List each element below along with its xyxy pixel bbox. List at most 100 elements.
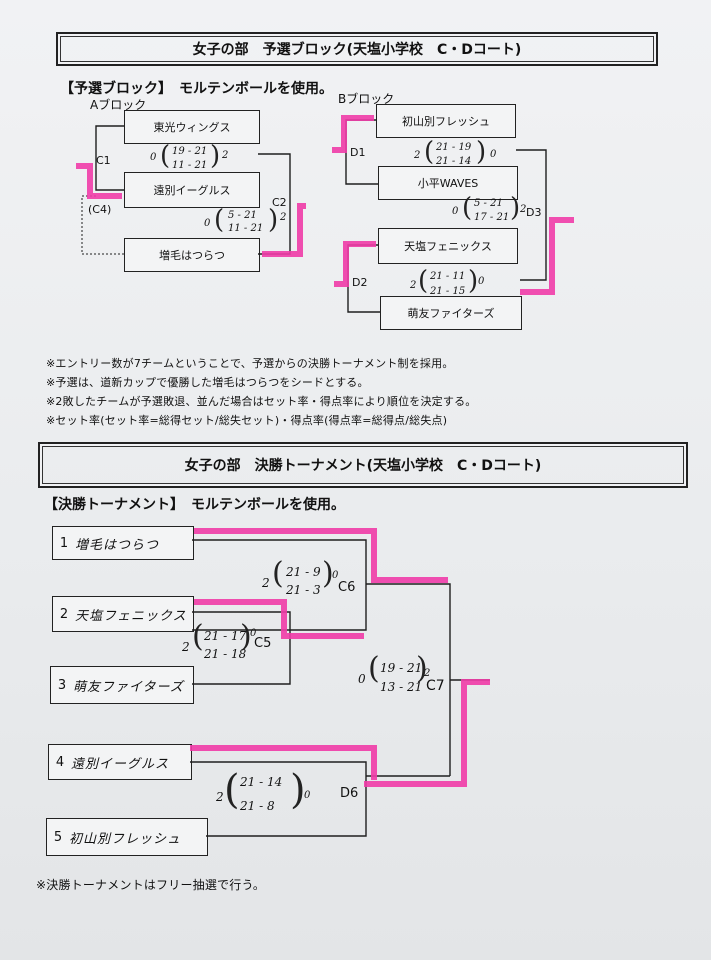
d2-open-paren: ( bbox=[418, 266, 429, 296]
c6-close-paren: ) bbox=[322, 556, 334, 591]
final-team-4: 4 遠別イーグルス bbox=[48, 744, 192, 780]
d1-right-score: 0 bbox=[490, 149, 497, 160]
c6-open-paren: ( bbox=[272, 556, 284, 591]
d6-set-1: 21 - 14 bbox=[240, 775, 283, 789]
c7-set-2: 13 - 21 bbox=[380, 680, 423, 694]
final-team-5: 5 初山別フレッシュ bbox=[46, 818, 208, 856]
d1-close-paren: ) bbox=[476, 137, 487, 167]
d3-left-score: 0 bbox=[452, 206, 459, 217]
final-team-3-seed: 3 bbox=[57, 677, 67, 693]
block-a-title: Aブロック bbox=[90, 98, 147, 112]
d6-close-paren: ) bbox=[290, 767, 306, 813]
match-d6-code: D6 bbox=[340, 786, 359, 801]
c1-set-1: 19 - 21 bbox=[172, 146, 208, 157]
c5-set-2: 21 - 18 bbox=[204, 647, 247, 661]
c7-right-score: 2 bbox=[424, 668, 431, 679]
c1-left-score: 0 bbox=[150, 152, 157, 163]
d2-set-1: 21 - 11 bbox=[430, 271, 466, 282]
final-team-1: 1 増毛はつらつ bbox=[52, 526, 194, 560]
prelim-note-1: ※エントリー数が7チームということで、予選からの決勝トーナメント制を採用。 bbox=[46, 357, 454, 370]
final-team-1-name: 増毛はつらつ bbox=[75, 537, 160, 553]
c2-close-paren: ) bbox=[268, 205, 279, 235]
c5-right-score: 0 bbox=[250, 628, 257, 639]
final-banner: 女子の部 決勝トーナメント(天塩小学校 C・Dコート) bbox=[38, 442, 688, 488]
match-c4-code: (C4) bbox=[88, 203, 112, 216]
final-team-3: 3 萌友ファイターズ bbox=[50, 666, 194, 704]
c5-left-score: 2 bbox=[182, 640, 190, 654]
final-team-1-seed: 1 bbox=[59, 535, 69, 551]
final-team-5-name: 初山別フレッシュ bbox=[69, 831, 182, 847]
final-header: 【決勝トーナメント】 モルテンボールを使用。 bbox=[44, 497, 345, 513]
c7-close-paren: ) bbox=[416, 651, 428, 686]
d3-set-1: 5 - 21 bbox=[474, 198, 503, 209]
c2-open-paren: ( bbox=[214, 205, 225, 235]
c1-close-paren: ) bbox=[210, 141, 221, 171]
c6-left-score: 2 bbox=[262, 576, 270, 590]
d2-right-score: 0 bbox=[478, 276, 485, 287]
block-a-team-1: 東光ウィングス bbox=[124, 110, 260, 144]
c7-set-1: 19 - 21 bbox=[380, 661, 423, 675]
final-banner-text: 女子の部 決勝トーナメント(天塩小学校 C・Dコート) bbox=[184, 458, 542, 474]
block-a-team-2: 遠別イーグルス bbox=[124, 172, 260, 208]
d6-left-score: 2 bbox=[216, 790, 224, 804]
match-c2-code: C2 bbox=[272, 196, 287, 209]
d2-set-2: 21 - 15 bbox=[430, 286, 466, 297]
final-team-2-name: 天塩フェニックス bbox=[75, 608, 187, 624]
d3-right-score: 2 bbox=[520, 204, 527, 215]
prelim-header: 【予選ブロック】 モルテンボールを使用。 bbox=[60, 81, 333, 97]
c2-set-2: 11 - 21 bbox=[228, 223, 264, 234]
c7-left-score: 0 bbox=[358, 672, 366, 686]
d6-open-paren: ( bbox=[224, 767, 240, 813]
c1-right-score: 2 bbox=[222, 150, 229, 161]
d2-left-score: 2 bbox=[410, 280, 417, 291]
prelim-banner: 女子の部 予選ブロック(天塩小学校 C・Dコート) bbox=[56, 32, 658, 66]
c7-open-paren: ( bbox=[368, 651, 380, 686]
d3-open-paren: ( bbox=[462, 193, 473, 223]
c1-set-2: 11 - 21 bbox=[172, 160, 208, 171]
block-b-title: Bブロック bbox=[338, 92, 395, 106]
match-c6-code: C6 bbox=[338, 580, 356, 595]
match-c1-code: C1 bbox=[96, 154, 111, 167]
block-a-team-3: 増毛はつらつ bbox=[124, 238, 260, 272]
d3-set-2: 17 - 21 bbox=[474, 212, 510, 223]
prelim-banner-text: 女子の部 予選ブロック(天塩小学校 C・Dコート) bbox=[192, 42, 522, 58]
final-team-4-seed: 4 bbox=[55, 754, 65, 770]
final-team-2: 2 天塩フェニックス bbox=[52, 596, 194, 632]
final-team-5-seed: 5 bbox=[53, 829, 63, 845]
final-team-2-seed: 2 bbox=[59, 606, 69, 622]
final-footnote: ※決勝トーナメントはフリー抽選で行う。 bbox=[36, 878, 266, 892]
d6-set-2: 21 - 8 bbox=[240, 799, 275, 813]
match-d2-code: D2 bbox=[352, 276, 368, 289]
match-c5-code: C5 bbox=[254, 636, 272, 651]
prelim-note-4: ※セット率(セット率=総得セット/総失セット)・得点率(得点率=総得点/総失点) bbox=[46, 414, 448, 427]
block-b-team-1: 初山別フレッシュ bbox=[376, 104, 516, 138]
final-team-4-name: 遠別イーグルス bbox=[71, 756, 170, 772]
d3-close-paren: ) bbox=[510, 193, 521, 223]
d1-open-paren: ( bbox=[424, 137, 435, 167]
match-c7-code: C7 bbox=[426, 678, 445, 694]
d2-close-paren: ) bbox=[468, 266, 479, 296]
block-b-team-2: 小平WAVES bbox=[378, 166, 518, 200]
block-b-team-4: 萌友ファイターズ bbox=[380, 296, 522, 330]
c1-open-paren: ( bbox=[160, 141, 171, 171]
c2-left-score: 0 bbox=[204, 218, 211, 229]
block-b-team-3: 天塩フェニックス bbox=[378, 228, 518, 264]
final-team-3-name: 萌友ファイターズ bbox=[73, 679, 184, 695]
c6-set-2: 21 - 3 bbox=[286, 583, 321, 597]
d1-left-score: 2 bbox=[414, 150, 421, 161]
d1-set-1: 21 - 19 bbox=[436, 142, 472, 153]
c6-set-1: 21 - 9 bbox=[286, 565, 321, 579]
match-d1-code: D1 bbox=[350, 146, 366, 159]
c5-open-paren: ( bbox=[192, 619, 204, 654]
c5-close-paren: ) bbox=[240, 619, 252, 654]
c2-right-score: 2 bbox=[280, 212, 287, 223]
c2-set-1: 5 - 21 bbox=[228, 210, 257, 221]
prelim-note-2: ※予選は、道新カップで優勝した増毛はつらつをシードとする。 bbox=[46, 376, 369, 389]
prelim-note-3: ※2敗したチームが予選敗退、並んだ場合はセット率・得点率により順位を決定する。 bbox=[46, 395, 477, 408]
d6-right-score: 0 bbox=[304, 790, 311, 801]
c6-right-score: 0 bbox=[332, 570, 339, 581]
d1-set-2: 21 - 14 bbox=[436, 156, 472, 167]
match-d3-code: D3 bbox=[526, 206, 542, 219]
